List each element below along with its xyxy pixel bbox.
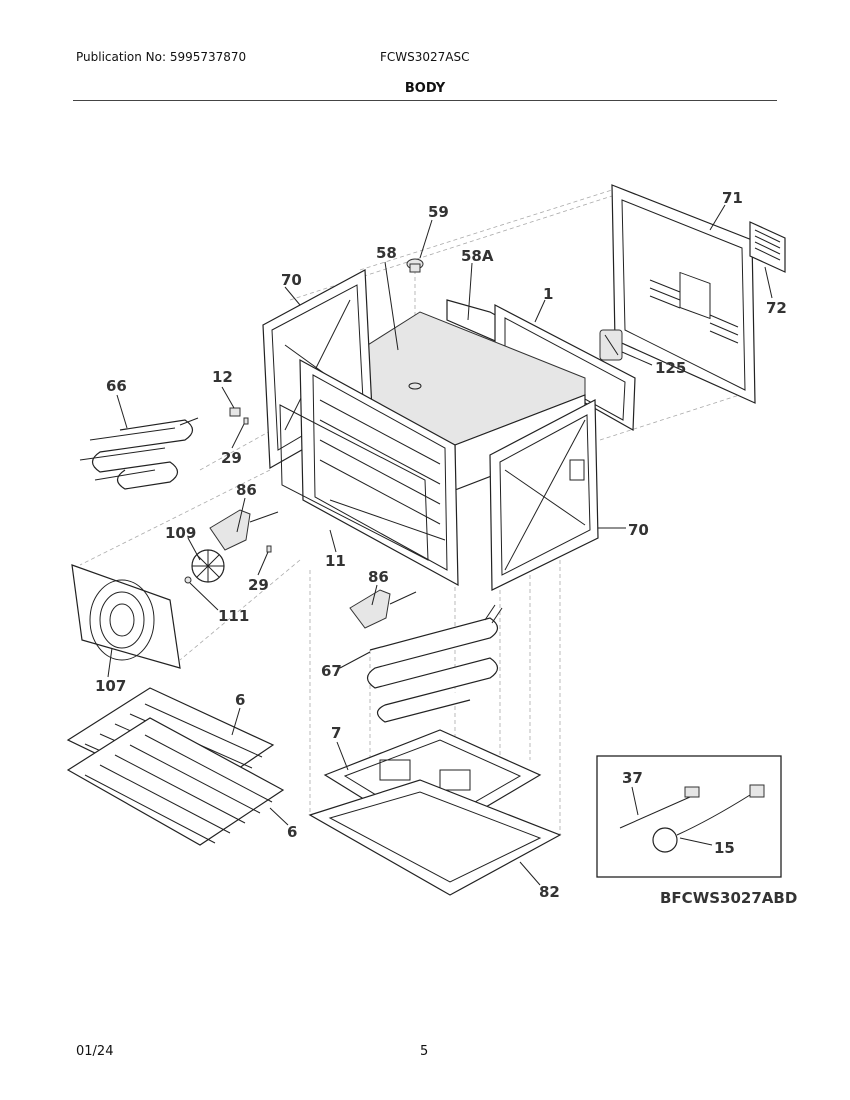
- callout-1: 1: [543, 285, 553, 303]
- section-title: BODY: [404, 81, 446, 96]
- callout-71: 71: [722, 189, 743, 207]
- fan-blade-109: [191, 549, 225, 583]
- oven-cavity-11: [279, 358, 459, 587]
- rear-panel-71: [611, 184, 756, 404]
- sensor-12: [229, 407, 241, 417]
- callout-70-left: 70: [281, 271, 302, 289]
- callout-15: 15: [714, 839, 735, 857]
- callout-107: 107: [95, 677, 126, 695]
- callout-6-upper: 6: [235, 691, 245, 709]
- callout-12: 12: [212, 368, 233, 386]
- callout-125: 125: [655, 359, 686, 377]
- right-side-panel-70: [489, 399, 599, 591]
- fan-cover-107: [71, 564, 181, 669]
- bake-element-67: [366, 604, 503, 723]
- screw-29-lower: [266, 545, 272, 553]
- callout-66: 66: [106, 377, 127, 395]
- diagram-reference-code: BFCWS3027ABD: [660, 889, 797, 907]
- callout-70-right: 70: [628, 521, 649, 539]
- callout-86-lower: 86: [368, 568, 389, 586]
- callout-109: 109: [165, 524, 196, 542]
- callout-111: 111: [218, 607, 249, 625]
- callout-86-upper: 86: [236, 481, 257, 499]
- publication-date: 01/24: [76, 1044, 114, 1059]
- sensor-probe-37: [619, 786, 700, 829]
- callout-82: 82: [539, 883, 560, 901]
- callout-29-lower: 29: [248, 576, 269, 594]
- callout-6-lower: 6: [287, 823, 297, 841]
- screw-29-upper: [243, 417, 249, 425]
- bottom-panel-82: [308, 779, 562, 896]
- hinge-86-upper: [209, 509, 279, 551]
- vent-grille-72: [749, 221, 786, 273]
- callout-37: 37: [622, 769, 643, 787]
- model-number: FCWS3027ASC: [380, 50, 470, 64]
- callout-11: 11: [325, 552, 346, 570]
- page-number: 5: [420, 1044, 429, 1059]
- rear-bracket-1: [494, 304, 636, 432]
- callout-29-upper: 29: [221, 449, 242, 467]
- broil-element-66: [79, 417, 199, 490]
- oven-rack-6-lower: [66, 717, 285, 846]
- hinge-86-lower: [349, 589, 417, 629]
- convection-motor-125: [599, 329, 623, 361]
- top-sensor-59: [406, 258, 424, 273]
- inset-box: [596, 755, 782, 878]
- header-divider: [73, 100, 777, 101]
- callout-labels: 59 58 58A 71 72 70 1 125 12 66 29 86 109…: [95, 189, 787, 901]
- callout-67: 67: [321, 662, 342, 680]
- fan-nut-111: [184, 576, 192, 584]
- thermostat-15: [652, 784, 765, 853]
- publication-number: Publication No: 5995737870: [76, 50, 247, 64]
- callout-59: 59: [428, 203, 449, 221]
- callout-58: 58: [376, 244, 397, 262]
- callout-72: 72: [766, 299, 787, 317]
- callout-7: 7: [331, 724, 341, 742]
- leader-lines: [107, 204, 773, 886]
- callout-58a: 58A: [461, 247, 494, 265]
